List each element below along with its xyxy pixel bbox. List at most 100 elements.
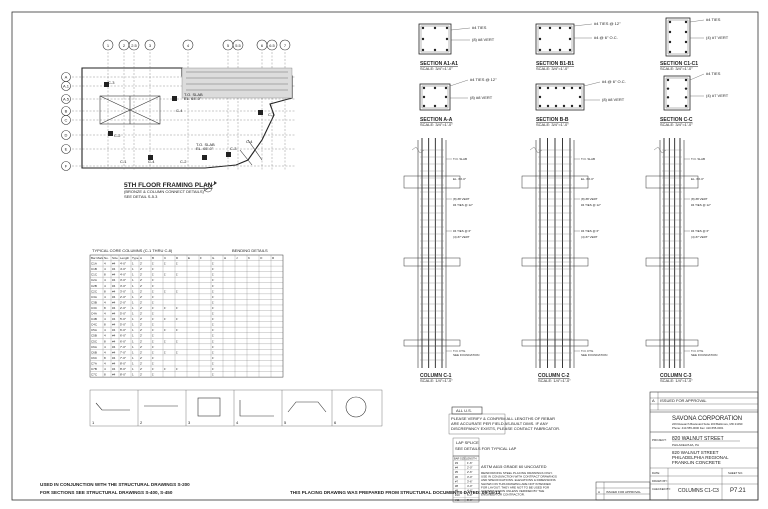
- schedule-cell: C6C: [91, 356, 98, 360]
- schedule-header: J: [236, 256, 238, 260]
- schedule-cell: 6'-0": [120, 334, 126, 338]
- section-scale: SCALE: 3/4"=1'-0": [420, 66, 453, 71]
- schedule-cell: 1': [212, 262, 215, 266]
- rebar-dot: [668, 20, 672, 24]
- column-note: (8) #8 VERT: [581, 197, 598, 201]
- rebar-dot: [562, 104, 566, 108]
- schedule-cell: C6A: [91, 345, 97, 349]
- tie-outline: [537, 25, 573, 53]
- column-scale: SCALE: 1/4"=1'-0": [420, 378, 453, 383]
- rebar-dot: [578, 95, 582, 99]
- grid-label: 5: [227, 43, 230, 48]
- schedule-cell: 1: [132, 373, 134, 377]
- notes-line: ARE ACCURATE PER FIELD AS-BUILT DIMS. IF…: [451, 421, 548, 426]
- column-note: T.O. FTG: [691, 349, 704, 353]
- general-note-line: USE IN CONJUNCTION WITH CONTRACT DRAWING…: [481, 475, 557, 479]
- schedule-cell: #4: [112, 317, 116, 321]
- schedule-cell: #4: [112, 356, 116, 360]
- schedule-cell: 1': [212, 356, 215, 360]
- grid-label: A: [65, 75, 68, 80]
- rebar-dot: [570, 86, 574, 90]
- north-arrow-icon: [203, 181, 217, 193]
- schedule-cell: 8: [104, 273, 106, 277]
- rebar-dot: [666, 96, 670, 99]
- schedule-cell: C7C: [91, 373, 98, 377]
- schedule-cell: 2': [140, 334, 143, 338]
- schedule-cell: 1: [132, 284, 134, 288]
- schedule-cell: #4: [112, 267, 116, 271]
- rebar-dot: [570, 104, 574, 108]
- schedule-header: R: [272, 256, 275, 260]
- column-note: T.O. FTG: [453, 349, 466, 353]
- schedule-cell: C7B: [91, 367, 97, 371]
- bend-type-label: 2: [140, 420, 143, 425]
- date-label: DATE:: [652, 471, 660, 475]
- plan-title: 5TH FLOOR FRAMING PLAN: [124, 182, 213, 189]
- lap-cell: #9: [455, 489, 459, 493]
- column-title: COLUMN C-1: [420, 373, 452, 379]
- rebar-dot: [538, 95, 542, 99]
- rebar-dot: [433, 104, 437, 108]
- rebar-dot: [445, 26, 449, 30]
- column-note: EL. 64'-0": [581, 177, 594, 181]
- schedule-header: A: [140, 256, 142, 260]
- lap-cell: 4'-6": [467, 489, 473, 493]
- schedule-cell: C1C: [91, 273, 98, 277]
- title-block: A ISSUED FOR APPROVAL SAVONA CORPORATION…: [595, 391, 759, 501]
- schedule-cell: 1': [152, 339, 155, 343]
- rebar-dot: [445, 37, 449, 41]
- section-c: #4 TIES (4) #7 VERT: [663, 71, 729, 111]
- schedule-cell: 1': [212, 323, 215, 327]
- section-a: #4 TIES @ 12" (8) #8 VERT: [419, 77, 497, 111]
- schedule-cell: 2': [140, 273, 143, 277]
- slab-band: [403, 257, 461, 267]
- schedule-cell: 1: [132, 361, 134, 365]
- schedule-cell: 1': [152, 312, 155, 316]
- lap-cell: #8: [455, 484, 459, 488]
- column-note: EL. 64'-0": [691, 177, 704, 181]
- schedule-cell: C4B: [91, 317, 97, 321]
- schedule-cell: 1': [152, 367, 155, 371]
- slab-band: [645, 175, 699, 189]
- checked-label: CHECKED BY:: [652, 487, 671, 491]
- schedule-cell: 1': [176, 317, 179, 321]
- rebar-dot: [538, 48, 542, 52]
- lap-cell: 1'-6": [467, 461, 473, 465]
- rebar-dot: [568, 26, 572, 30]
- bend-type-label: 6: [334, 420, 337, 425]
- schedule-header: E: [188, 256, 190, 260]
- lap-cell: 3'-0": [467, 475, 473, 479]
- schedule-cell: 4: [104, 328, 106, 332]
- schedule-cell: C3A: [91, 295, 97, 299]
- grid-bubble-left: [61, 94, 71, 104]
- schedule-cell: 4: [104, 345, 106, 349]
- rebar-dot: [558, 26, 562, 30]
- schedule-cell: 1: [132, 273, 134, 277]
- schedule-cell: #4: [112, 345, 116, 349]
- notes-line: PLEASE VERIFY & CONFIRM ALL LENGTHS OF R…: [451, 416, 555, 421]
- grid-label: 2: [123, 43, 126, 48]
- schedule-cell: C5B: [91, 334, 97, 338]
- schedule-cell: 2'-0": [120, 300, 126, 304]
- section-scale: SCALE: 3/4"=1'-0": [660, 122, 693, 127]
- lap-cell: 5'-6": [467, 498, 473, 502]
- grid-bubble-left: [61, 144, 71, 154]
- schedule-cell: 2': [140, 278, 143, 282]
- schedule-cell: 4: [104, 267, 106, 271]
- grid-bubble-top: [279, 39, 291, 51]
- grid-bubble-top: [182, 39, 194, 51]
- schedule-cell: 8: [104, 339, 106, 343]
- schedule-cell: 1: [132, 289, 134, 293]
- schedule-cell: 1: [132, 323, 134, 327]
- rebar-dot: [558, 48, 562, 52]
- schedule-cell: 1: [132, 300, 134, 304]
- section-scale: SCALE: 3/4"=1'-0": [660, 66, 693, 71]
